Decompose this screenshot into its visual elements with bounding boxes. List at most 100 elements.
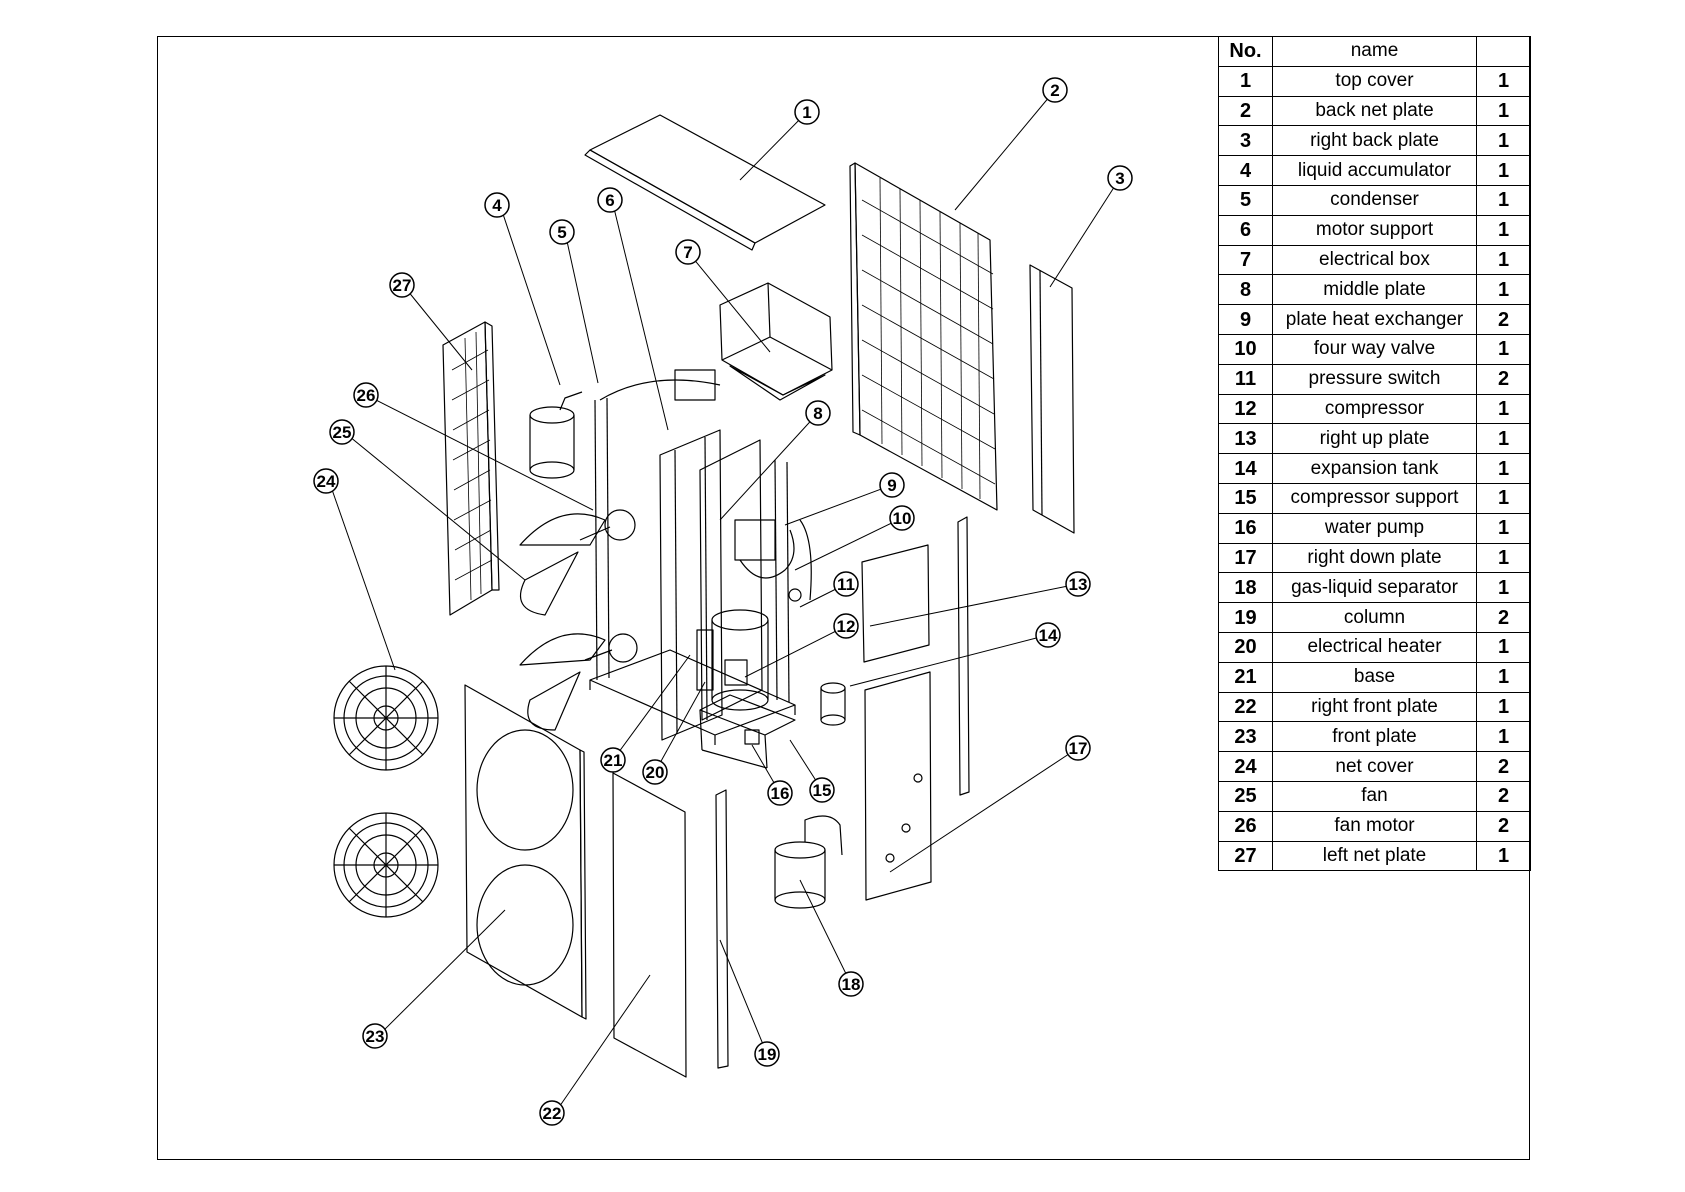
- callout-21: 21: [600, 747, 626, 773]
- cell-name: right front plate: [1272, 691, 1477, 723]
- callout-label: 7: [683, 243, 692, 262]
- cell-no: 5: [1218, 184, 1273, 216]
- callout-label: 22: [543, 1104, 562, 1123]
- cell-qty: 1: [1476, 721, 1531, 753]
- cell-qty: 1: [1476, 155, 1531, 186]
- cell-no: 17: [1218, 542, 1273, 574]
- cell-name: right down plate: [1272, 542, 1477, 574]
- part-column-left: [715, 789, 729, 1069]
- callout-label: 17: [1069, 739, 1088, 758]
- callout-11: 11: [833, 571, 859, 597]
- leader-lines: [328, 89, 1121, 1114]
- part-column-right: [957, 516, 970, 796]
- cell-no: 7: [1218, 244, 1273, 276]
- callout-label: 3: [1115, 169, 1124, 188]
- part-piping-assembly: [734, 519, 812, 602]
- cell-name: pressure switch: [1272, 363, 1477, 395]
- cell-no: 27: [1218, 840, 1273, 872]
- cell-no: 10: [1218, 333, 1273, 365]
- part-liquid-accumulator: [529, 391, 583, 479]
- cell-no: 11: [1218, 363, 1273, 395]
- callout-14: 14: [1035, 622, 1061, 648]
- cell-name: right back plate: [1272, 125, 1477, 157]
- callout-markers: 1234567891011121314151617181920212223242…: [313, 77, 1133, 1126]
- part-net-cover-upper: [333, 665, 439, 771]
- callout-circle: [1065, 735, 1091, 761]
- cell-name: left net plate: [1272, 840, 1477, 872]
- cell-no: 26: [1218, 810, 1273, 842]
- cell-qty: 1: [1476, 542, 1531, 574]
- cell-no: 1: [1218, 65, 1273, 97]
- callout-circle: [313, 468, 339, 494]
- callout-circle: [805, 400, 831, 426]
- cell-name: liquid accumulator: [1272, 155, 1477, 186]
- callout-label: 11: [837, 575, 855, 594]
- cell-name: water pump: [1272, 512, 1477, 544]
- callout-5: 5: [549, 219, 575, 245]
- part-gas-liquid-separator: [774, 815, 843, 909]
- callout-circle: [754, 1041, 780, 1067]
- cell-no: 22: [1218, 691, 1273, 723]
- cell-name: four way valve: [1272, 333, 1477, 365]
- callout-24: 24: [313, 468, 339, 494]
- cell-name: electrical box: [1272, 244, 1477, 276]
- part-right-down-plate: [864, 671, 932, 901]
- cell-no: 12: [1218, 393, 1273, 425]
- cell-name: plate heat exchanger: [1272, 304, 1477, 335]
- cell-qty: 2: [1476, 363, 1531, 395]
- part-motor-support: [659, 429, 723, 741]
- cell-qty: 1: [1476, 333, 1531, 365]
- callout-circle: [353, 382, 379, 408]
- callout-circle: [1065, 571, 1091, 597]
- part-right-up-plate: [861, 544, 930, 663]
- cell-qty: 1: [1476, 125, 1531, 157]
- callout-3: 3: [1107, 165, 1133, 191]
- callout-label: 21: [604, 751, 623, 770]
- callout-label: 14: [1039, 626, 1058, 645]
- callout-label: 24: [317, 472, 336, 491]
- callout-label: 13: [1069, 575, 1088, 594]
- part-condenser: [594, 379, 790, 703]
- part-left-net-plate: [442, 321, 500, 616]
- cell-name: back net plate: [1272, 95, 1477, 127]
- cell-no: 19: [1218, 602, 1273, 633]
- callout-circle: [539, 1100, 565, 1126]
- callout-label: 8: [813, 404, 822, 423]
- header-qty: [1476, 36, 1531, 67]
- callout-circle: [1042, 77, 1068, 103]
- callout-16: 16: [767, 780, 793, 806]
- callout-label: 4: [492, 196, 502, 215]
- cell-name: top cover: [1272, 65, 1477, 97]
- callout-label: 23: [366, 1027, 385, 1046]
- callout-circle: [600, 747, 626, 773]
- callout-circle: [597, 187, 623, 213]
- cell-qty: 1: [1476, 453, 1531, 484]
- table-header-row: No. name: [1218, 36, 1531, 67]
- cell-qty: 1: [1476, 393, 1531, 425]
- cell-qty: 2: [1476, 810, 1531, 842]
- header-name: name: [1272, 36, 1477, 67]
- callout-circle: [889, 505, 915, 531]
- callout-9: 9: [879, 472, 905, 498]
- callout-label: 19: [758, 1045, 777, 1064]
- part-right-front-plate: [612, 772, 687, 1078]
- callout-circle: [879, 472, 905, 498]
- cell-qty: 1: [1476, 95, 1531, 127]
- callout-circle: [833, 613, 859, 639]
- cell-no: 25: [1218, 780, 1273, 812]
- cell-qty: 1: [1476, 840, 1531, 872]
- cell-no: 13: [1218, 423, 1273, 455]
- cell-name: electrical heater: [1272, 631, 1477, 663]
- callout-circle: [549, 219, 575, 245]
- callout-8: 8: [805, 400, 831, 426]
